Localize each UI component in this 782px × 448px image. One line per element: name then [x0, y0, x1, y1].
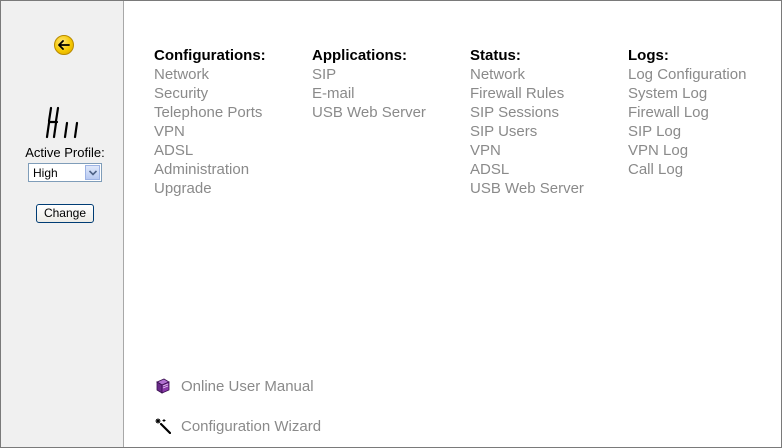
status-vpn-link[interactable]: VPN [470, 142, 501, 159]
log-configuration-link[interactable]: Log Configuration [628, 66, 747, 83]
status-usb-web-server-link[interactable]: USB Web Server [470, 180, 584, 197]
book-icon [156, 378, 170, 394]
status-firewall-rules-link[interactable]: Firewall Rules [470, 85, 565, 102]
logs-column: Logs: Log Configuration System Log Firew… [628, 46, 746, 179]
config-network-link[interactable]: Network [154, 66, 210, 83]
change-button[interactable]: Change [36, 204, 94, 223]
sidebar: Active Profile: High Change [1, 1, 124, 447]
profile-level-glyph-icon [45, 106, 79, 139]
firewall-log-link[interactable]: Firewall Log [628, 104, 709, 121]
system-log-link[interactable]: System Log [628, 85, 708, 102]
config-administration-link[interactable]: Administration [154, 161, 250, 178]
logs-heading: Logs: [628, 47, 669, 64]
status-sip-users-link[interactable]: SIP Users [470, 123, 538, 140]
app-usb-web-server-link[interactable]: USB Web Server [312, 104, 426, 121]
config-telephone-ports-link[interactable]: Telephone Ports [154, 104, 263, 121]
chevron-down-icon[interactable] [85, 165, 100, 180]
app-email-link[interactable]: E-mail [312, 85, 355, 102]
call-log-link[interactable]: Call Log [628, 161, 684, 178]
configurations-column: Configurations: Network Security Telepho… [154, 46, 266, 198]
config-adsl-link[interactable]: ADSL [154, 142, 194, 159]
status-network-link[interactable]: Network [470, 66, 526, 83]
magic-wand-icon [155, 418, 171, 434]
status-sip-sessions-link[interactable]: SIP Sessions [470, 104, 559, 121]
status-heading: Status: [470, 47, 521, 64]
online-user-manual-label: Online User Manual [181, 378, 314, 395]
configurations-heading: Configurations: [154, 47, 266, 64]
applications-column: Applications: SIP E-mail USB Web Server [312, 46, 426, 122]
configuration-wizard-label: Configuration Wizard [181, 418, 322, 435]
config-security-link[interactable]: Security [154, 85, 209, 102]
active-profile-label: Active Profile: [25, 145, 105, 160]
profile-select[interactable]: High [28, 163, 102, 182]
sip-log-link[interactable]: SIP Log [628, 123, 682, 140]
status-adsl-link[interactable]: ADSL [470, 161, 510, 178]
back-arrow-icon[interactable] [54, 35, 74, 55]
applications-heading: Applications: [312, 47, 408, 64]
config-upgrade-link[interactable]: Upgrade [154, 180, 212, 197]
vpn-log-link[interactable]: VPN Log [628, 142, 689, 159]
config-vpn-link[interactable]: VPN [154, 123, 185, 140]
status-column: Status: Network Firewall Rules SIP Sessi… [470, 46, 584, 198]
app-sip-link[interactable]: SIP [312, 66, 337, 83]
profile-select-value: High [33, 166, 58, 180]
